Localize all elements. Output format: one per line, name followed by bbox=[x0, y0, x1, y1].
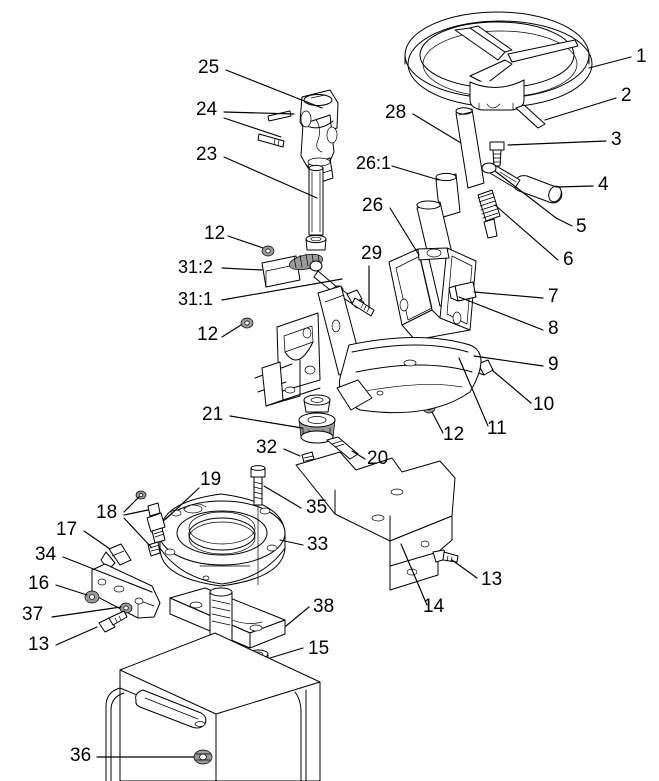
part-long-cap-screw-35 bbox=[250, 465, 266, 586]
callout-25: 25 bbox=[198, 57, 219, 78]
callout-23: 23 bbox=[196, 144, 217, 165]
part-fitting-hardware-18b bbox=[147, 502, 161, 517]
part-upper-steering-shaft bbox=[455, 107, 485, 189]
part-flange-nut-36 bbox=[193, 749, 213, 765]
callout-16: 16 bbox=[28, 573, 49, 594]
callout-21: 21 bbox=[202, 404, 223, 425]
callout-31-2: 31:2 bbox=[178, 257, 213, 277]
callout-12-b: 12 bbox=[197, 324, 218, 345]
part-hex-screw-13-left bbox=[98, 610, 128, 633]
part-hex-nut-16 bbox=[84, 590, 100, 604]
callout-26-1: 26:1 bbox=[356, 153, 391, 173]
part-shaft-extension bbox=[308, 164, 324, 236]
leader-lines bbox=[51, 56, 632, 758]
callout-6: 6 bbox=[563, 249, 574, 270]
part-tilt-lever-block bbox=[261, 253, 324, 288]
part-tab-bracket bbox=[448, 281, 477, 302]
callout-35: 35 bbox=[306, 497, 327, 518]
callout-2: 2 bbox=[621, 85, 632, 106]
part-lever-arm bbox=[481, 162, 521, 189]
part-hex-screw-13-right bbox=[432, 549, 459, 563]
callout-26: 26 bbox=[362, 195, 383, 216]
part-steering-wheel bbox=[404, 11, 593, 111]
callout-14: 14 bbox=[423, 596, 445, 617]
part-frame-box bbox=[105, 632, 321, 781]
callout-13-b: 13 bbox=[28, 634, 49, 655]
callout-12-c: 12 bbox=[443, 424, 464, 445]
callout-19: 19 bbox=[200, 469, 221, 490]
callout-1: 1 bbox=[636, 46, 647, 67]
callout-34: 34 bbox=[35, 544, 57, 565]
part-fitting-hardware-18c bbox=[147, 541, 161, 557]
callout-24: 24 bbox=[196, 99, 218, 120]
callout-20: 20 bbox=[367, 448, 388, 469]
part-grease-fitting-19 bbox=[146, 512, 166, 544]
part-shaft-collar bbox=[305, 234, 327, 251]
callout-31-1: 31:1 bbox=[178, 289, 213, 309]
part-gear-hub bbox=[298, 394, 336, 444]
part-knob-handle bbox=[513, 175, 563, 204]
callout-29: 29 bbox=[361, 243, 382, 264]
callout-33: 33 bbox=[307, 534, 328, 555]
callout-9: 9 bbox=[548, 354, 559, 375]
part-shoulder-bolt-20 bbox=[326, 436, 359, 460]
part-roll-pin-lower bbox=[257, 133, 285, 148]
callout-4: 4 bbox=[598, 174, 609, 195]
part-bearing-flange-housing bbox=[158, 493, 286, 587]
part-cap-screw-3 bbox=[489, 141, 505, 167]
callout-17: 17 bbox=[56, 519, 77, 540]
callout-32: 32 bbox=[256, 437, 277, 458]
callout-18: 18 bbox=[96, 502, 117, 523]
part-lock-washer-37 bbox=[119, 602, 133, 614]
part-support-bushing bbox=[435, 172, 461, 219]
callout-8: 8 bbox=[548, 318, 559, 339]
callout-15: 15 bbox=[308, 638, 329, 659]
part-lock-nut-b bbox=[240, 317, 254, 329]
callout-10: 10 bbox=[533, 394, 554, 415]
callout-37: 37 bbox=[22, 604, 43, 625]
part-compression-spring bbox=[477, 189, 501, 239]
part-roll-pin bbox=[515, 104, 546, 129]
callout-36: 36 bbox=[70, 745, 91, 766]
callout-28: 28 bbox=[385, 102, 406, 123]
part-pedestal-tower bbox=[254, 285, 482, 414]
callout-7: 7 bbox=[548, 286, 559, 307]
callout-11: 11 bbox=[487, 418, 507, 439]
callout-labels: 1 2 3 4 5 6 7 8 9 10 11 12 12 12 13 13 1… bbox=[22, 46, 647, 766]
callout-13-a: 13 bbox=[481, 569, 502, 590]
part-latch-plate-34 bbox=[91, 563, 161, 619]
part-lock-nut-a bbox=[261, 245, 275, 257]
callout-5: 5 bbox=[576, 216, 587, 237]
callout-3: 3 bbox=[611, 129, 622, 150]
part-carriage-bolt-29 bbox=[346, 289, 375, 317]
callout-38: 38 bbox=[313, 596, 334, 617]
callout-12-a: 12 bbox=[204, 223, 225, 244]
